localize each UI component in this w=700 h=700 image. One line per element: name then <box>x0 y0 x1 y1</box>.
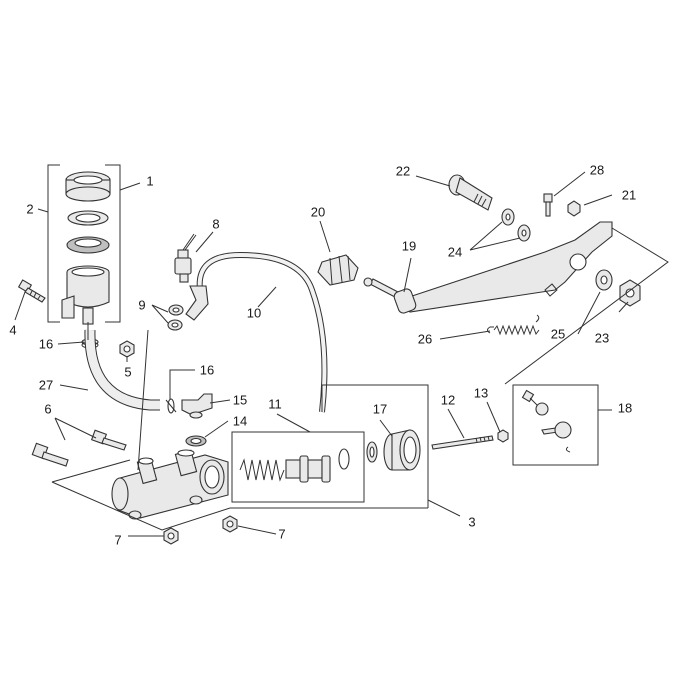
piston-kit-bracket-3 <box>230 384 429 509</box>
bolt-6-upper <box>90 429 127 451</box>
reservoir-hose-27 <box>84 329 160 411</box>
washer-9-upper <box>168 304 184 316</box>
clevis-pin <box>521 389 549 416</box>
callout-3: 3 <box>468 514 476 530</box>
reservoir-diaphragm <box>66 236 110 254</box>
callout-7-left: 7 <box>114 532 122 548</box>
callout-2: 2 <box>26 201 34 217</box>
callout-13: 13 <box>473 385 489 401</box>
reservoir-cap <box>65 171 111 202</box>
hose-clip-16-lower <box>165 398 177 414</box>
callout-16-lower: 16 <box>199 362 215 378</box>
nut-13 <box>497 429 509 443</box>
reservoir-body <box>61 265 110 325</box>
pivot-bolt-22 <box>448 174 493 211</box>
washer-24-upper <box>501 208 515 226</box>
reservoir-diaphragm-plate <box>67 210 109 226</box>
pedal-rubber-20 <box>317 254 359 286</box>
elbow-fitting-15 <box>181 393 213 419</box>
callout-17: 17 <box>372 401 388 417</box>
clevis-fork <box>541 421 572 439</box>
return-spring-26 <box>487 314 540 336</box>
bolt-6-lower <box>31 442 69 467</box>
callout-25: 25 <box>550 326 566 342</box>
o-ring-seal <box>338 448 350 470</box>
callout-26: 26 <box>417 331 433 347</box>
callout-9: 9 <box>138 297 146 313</box>
nut-7-right <box>222 515 238 533</box>
callout-16-top: 16 <box>38 336 54 352</box>
callout-19: 19 <box>401 238 417 254</box>
callout-8: 8 <box>212 216 220 232</box>
reservoir-group-bracket <box>47 164 121 323</box>
callout-4: 4 <box>9 322 17 338</box>
washer-9-lower <box>167 319 183 331</box>
master-cylinder-body <box>111 449 229 520</box>
screw-28 <box>543 193 553 217</box>
brake-pedal-19 <box>363 221 613 314</box>
callout-28: 28 <box>589 162 605 178</box>
nut-5 <box>119 340 135 358</box>
clevis-group-box-18 <box>512 384 599 466</box>
callout-23: 23 <box>594 330 610 346</box>
cotter-clip <box>565 446 571 453</box>
callout-12: 12 <box>440 392 456 408</box>
callout-14: 14 <box>232 413 248 429</box>
callout-7-right: 7 <box>278 526 286 542</box>
piston-spring <box>239 455 331 483</box>
bolt-4 <box>17 279 46 303</box>
callout-20: 20 <box>310 204 326 220</box>
dust-boot-17 <box>383 429 421 471</box>
nut-21 <box>567 200 581 217</box>
circlip-seal <box>366 441 378 463</box>
callout-22: 22 <box>395 163 411 179</box>
callout-leaders <box>14 171 629 537</box>
nut-7-left <box>163 527 179 545</box>
washer-24-lower <box>517 224 531 242</box>
callout-27: 27 <box>38 377 54 393</box>
callout-10: 10 <box>246 305 262 321</box>
pressure-switch-8 <box>174 233 197 283</box>
assembly-lines <box>51 227 669 531</box>
brake-pipe-10 <box>185 251 328 413</box>
callout-11: 11 <box>268 396 282 412</box>
washer-25 <box>595 269 613 291</box>
piston-group-box-11 <box>231 431 365 503</box>
callout-21: 21 <box>621 187 637 203</box>
callout-5: 5 <box>124 364 132 380</box>
nut-23 <box>619 279 641 307</box>
washer-14 <box>185 435 207 447</box>
push-rod-12 <box>431 435 494 450</box>
callout-18: 18 <box>617 400 633 416</box>
callout-6: 6 <box>44 401 52 417</box>
callout-24: 24 <box>447 244 463 260</box>
callout-1: 1 <box>146 173 154 189</box>
callout-15: 15 <box>232 392 248 408</box>
